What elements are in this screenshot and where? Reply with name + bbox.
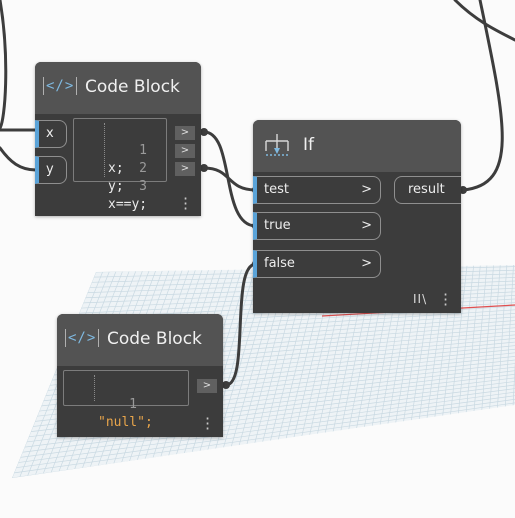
wire-end-dot <box>200 128 208 136</box>
grid-line <box>14 396 515 474</box>
node-title: Code Block <box>107 329 202 349</box>
wire-null-to-false <box>224 262 258 387</box>
input-port-x[interactable]: x <box>35 120 67 148</box>
code-editor[interactable]: 1 x; 2 y; 3 x==y; <box>73 118 167 212</box>
line-number: 1 <box>139 143 147 158</box>
code-line: 1 x; <box>74 124 166 176</box>
code-text: y; <box>108 179 124 194</box>
code-line: 3 x==y; <box>74 160 166 212</box>
output-port-label: result <box>408 182 445 197</box>
line-number: 3 <box>139 179 147 194</box>
wire-offscreen-to-y <box>0 146 38 172</box>
grid-line <box>22 382 515 453</box>
grid-line <box>512 265 515 407</box>
wire-end-dot <box>222 381 230 389</box>
chevron-right-icon: > <box>361 256 372 271</box>
line-number: 2 <box>139 161 147 176</box>
output-port-1[interactable]: > <box>197 379 217 393</box>
code-text: x; <box>108 161 124 176</box>
if-branch-icon <box>265 134 289 156</box>
output-port-2[interactable]: > <box>175 144 195 158</box>
node-menu-icon[interactable]: ··· <box>205 409 211 438</box>
code-block-node-2[interactable]: </> Code Block 1 "null"; > ··· <box>57 314 223 437</box>
node-menu-icon[interactable]: ··· <box>183 189 189 218</box>
input-port-false[interactable]: false > <box>253 250 381 278</box>
input-port-true[interactable]: true > <box>253 212 381 240</box>
input-port-label: x <box>46 126 54 141</box>
wire-end-dot <box>459 186 467 194</box>
if-node[interactable]: If test > true > false > result II\ ··· <box>253 120 461 313</box>
wire-xy-to-test <box>202 166 258 192</box>
code-line: 1 "null"; <box>64 378 188 430</box>
code-block-icon: </> <box>65 329 100 347</box>
wire-offscreen-to-x <box>0 0 8 130</box>
chevron-right-icon: > <box>361 182 372 197</box>
input-port-label: y <box>46 162 54 177</box>
line-number: 1 <box>129 397 137 412</box>
grid-line <box>16 392 515 469</box>
line-number-gutter <box>104 123 105 177</box>
lacing-indicator[interactable]: II\ <box>413 292 428 306</box>
node-title: Code Block <box>85 77 180 97</box>
output-port-result[interactable]: result <box>394 176 461 204</box>
node-header[interactable]: </> Code Block <box>35 62 201 114</box>
code-block-icon: </> <box>43 77 78 95</box>
input-port-test[interactable]: test > <box>253 176 381 204</box>
line-number-gutter <box>94 375 95 401</box>
node-menu-icon[interactable]: ··· <box>443 285 449 314</box>
code-editor[interactable]: 1 "null"; <box>63 370 189 430</box>
grid-line <box>18 389 515 463</box>
wire-top-right <box>453 0 515 42</box>
output-port-1[interactable]: > <box>175 126 195 140</box>
node-header[interactable]: If <box>253 120 461 172</box>
code-text: "null"; <box>98 415 153 430</box>
code-text: x==y; <box>108 197 148 212</box>
input-port-label: test <box>264 182 289 197</box>
node-title: If <box>303 135 314 155</box>
wire-end-dot <box>200 164 208 172</box>
input-port-label: false <box>264 256 295 271</box>
input-port-y[interactable]: y <box>35 156 67 184</box>
chevron-right-icon: > <box>361 218 372 233</box>
output-port-3[interactable]: > <box>175 162 195 176</box>
input-port-label: true <box>264 218 291 233</box>
node-header[interactable]: </> Code Block <box>57 314 223 366</box>
code-line: 2 y; <box>74 142 166 194</box>
code-block-node-1[interactable]: </> Code Block x y 1 x; 2 y; 3 x==y; > >… <box>35 62 201 218</box>
wire-result-to-offscreen <box>461 0 504 192</box>
grid-line <box>20 385 515 458</box>
